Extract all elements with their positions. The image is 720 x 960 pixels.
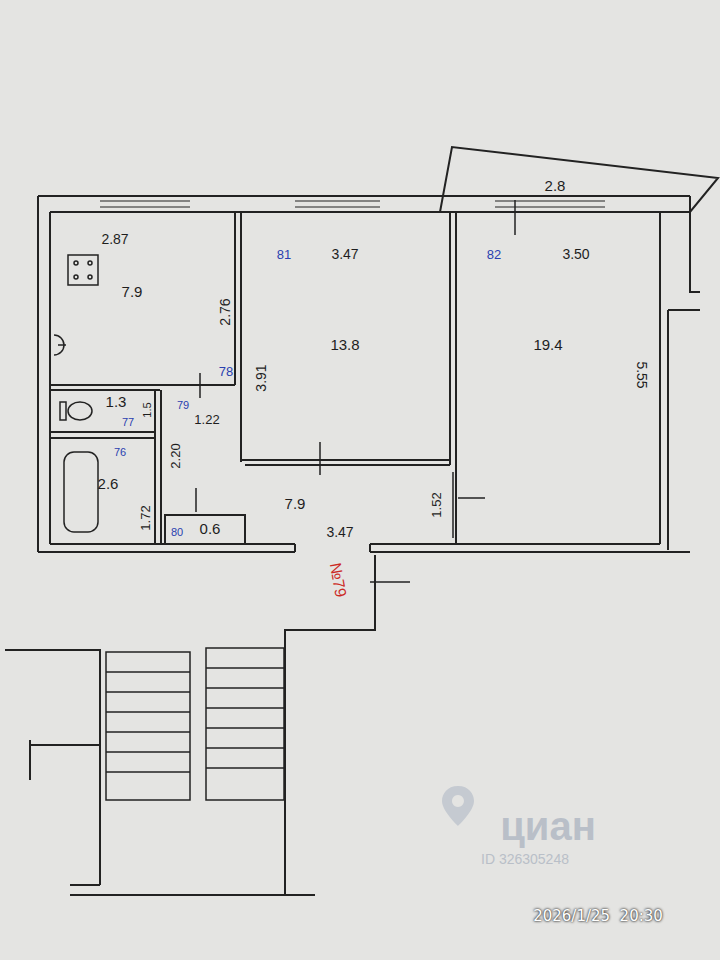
bathroom: 2.6 (86, 472, 130, 496)
watermark: циан (500, 804, 596, 848)
dimension: 1.5 (141, 402, 153, 417)
kitchen-room: 7.9 (72, 262, 192, 322)
dimension: 3.47 (326, 525, 353, 540)
room-area: 19.4 (533, 337, 562, 354)
dimension: 2.76 (218, 298, 233, 325)
hallway: 7.9 0.6 (160, 464, 430, 544)
dimension: 3.50 (562, 247, 589, 262)
dimension: 5.55 (633, 361, 648, 388)
room-number: 80 (171, 526, 183, 538)
room-number: 76 (114, 446, 126, 458)
room-area: 7.9 (285, 496, 306, 513)
room-area: 13.8 (330, 337, 359, 354)
photo-timestamp: 2026/1/25 20:30 (533, 908, 663, 925)
room-number: 81 (277, 248, 291, 262)
dimension: 2.20 (169, 443, 183, 468)
room-number: 78 (219, 365, 233, 379)
room-area: 2.6 (98, 476, 119, 493)
room-number: 77 (122, 416, 134, 428)
room-number: 82 (487, 248, 501, 262)
dimension: 2.87 (101, 232, 128, 247)
balcony-outline (440, 147, 718, 212)
watermark-id: ID 326305248 (481, 852, 569, 867)
room-number: 79 (177, 399, 189, 411)
room-area: 7.9 (122, 284, 143, 301)
living-room: 13.8 (270, 305, 420, 385)
location-pin-icon (442, 786, 474, 826)
living-room: 19.4 (473, 305, 623, 385)
dimension: 1.22 (194, 413, 219, 427)
apartment-number: №79 (326, 561, 349, 598)
balcony-room: 2.8 (525, 174, 585, 198)
toilet-room: 1.3 (94, 392, 138, 413)
dimension: 1.72 (139, 505, 153, 530)
dimension: 3.91 (254, 364, 269, 391)
closet: 0.6 (190, 517, 230, 541)
room-area: 2.8 (545, 178, 566, 195)
room-area: 1.3 (106, 394, 127, 411)
dimension: 1.52 (430, 492, 444, 517)
room-area: 0.6 (200, 521, 221, 538)
dimension: 3.47 (331, 247, 358, 262)
